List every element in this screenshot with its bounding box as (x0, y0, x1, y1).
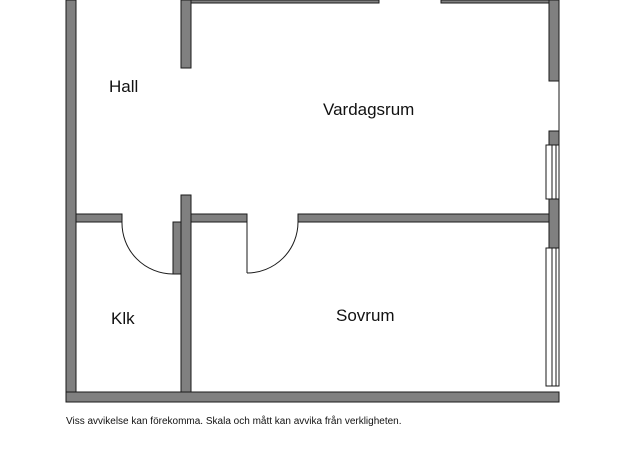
wall-hall-stub (180, 0, 192, 69)
room-label-klk: Klk (111, 309, 135, 328)
window-sovrum (545, 247, 560, 387)
wall-bottom (65, 391, 560, 403)
wall-right-between (548, 198, 560, 249)
door-sovrum (246, 221, 299, 274)
room-label-sovrum: Sovrum (336, 306, 395, 325)
wall-right-upper (548, 0, 560, 82)
wall-interior-h-right (297, 213, 550, 223)
wall-right-mid (548, 130, 560, 146)
door-klk (121, 221, 174, 275)
room-label-vardagsrum: Vardagsrum (323, 100, 414, 119)
wall-interior-h-left (75, 213, 123, 223)
wall-klk-sovrum (180, 194, 192, 393)
window-vardagsrum (545, 144, 560, 200)
disclaimer-text: Viss avvikelse kan förekomma. Skala och … (66, 416, 402, 427)
room-label-hall: Hall (109, 77, 138, 96)
wall-top-right (440, 0, 550, 4)
wall-klk-door-jamb (172, 221, 182, 275)
wall-left (65, 0, 77, 403)
wall-top-left (180, 0, 380, 4)
